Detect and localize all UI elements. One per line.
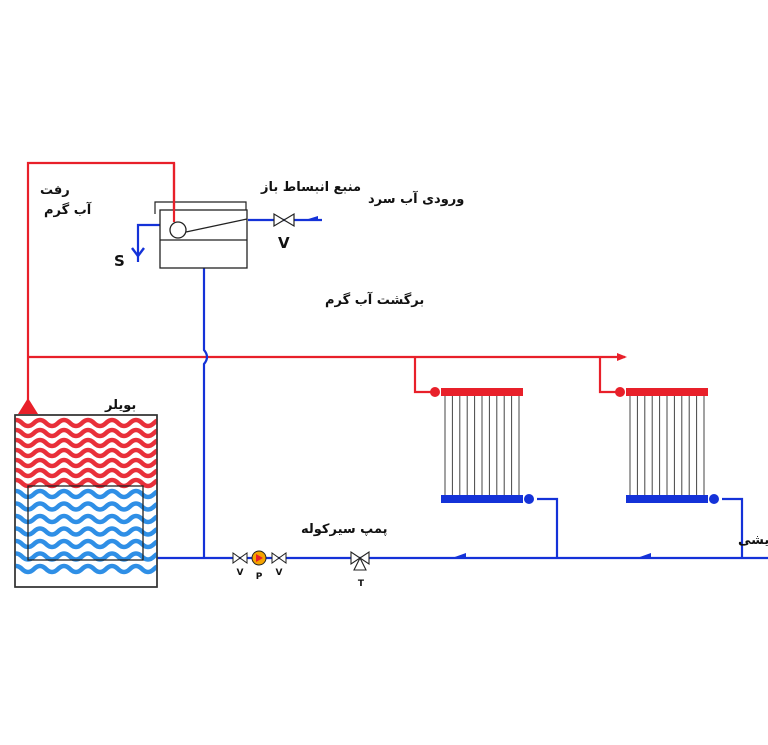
pump-icon [251,550,267,566]
water-wave [15,417,157,429]
radiator-bottom-header [626,495,708,503]
boiler-label: بویلر [104,398,136,413]
float-arm [185,218,248,233]
radiator-top-header [626,388,708,396]
water-wave [15,488,157,500]
water-wave [15,467,157,479]
water-wave [15,563,157,575]
water-wave [15,427,157,439]
water-wave [15,513,157,525]
symbol-s: S [114,252,125,270]
flow-direction-marks [305,216,651,558]
radiator-1-supply-pipe [413,357,432,394]
symbol-t: T [358,579,365,589]
radiator-2-return-pipe [722,497,744,558]
expansion-tank [154,201,248,269]
cold-inlet-valve-icon [273,212,295,228]
water-wave [15,447,157,459]
hot-supply-pipes [26,161,627,400]
supply-to-tank-pipe [26,161,176,400]
hot-supply-label-line1: رفت [40,183,70,198]
pump-valve-left-icon [232,552,248,564]
heat-exchanger-coil [27,485,144,561]
overflow-pipe [136,223,160,262]
hot-return-label: برگشت آب گرم [325,291,424,308]
radiator-1-return-pipe [537,497,559,558]
hot-supply-label-line2: آب گرم [44,201,92,218]
three-way-valve-icon [350,550,370,571]
radiator-top-header [441,388,523,396]
radiator-bottom-header [441,495,523,503]
radiator-inlet-valve-icon [430,387,440,397]
expansion-tank-label: منبع انبساط باز [260,180,361,195]
water-wave [15,457,157,469]
circulation-pump-group [232,550,287,566]
radiators [430,387,719,504]
radiator-inlet-valve-icon [615,387,625,397]
radiator-outlet-valve-icon [709,494,719,504]
pump-valve-right-icon [271,552,287,564]
float-ball [169,221,187,239]
symbol-v-right: V [276,568,283,578]
water-wave [15,551,157,562]
boiler [14,414,158,588]
symbol-p: P [256,572,263,582]
circulation-pump-label: پمپ سیرکوله [301,522,388,537]
boiler-outlet-marker [18,398,38,414]
radiator-outlet-valve-icon [524,494,534,504]
overflow-y-icon [131,247,145,257]
water-wave [15,437,157,449]
water-wave [15,538,157,550]
boiler-water-waves [15,417,157,575]
diagram-labels: رفت آب گرم منبع انبساط باز ورودی آب سرد … [40,180,768,589]
symbol-v-inlet: V [278,234,290,252]
water-wave [15,526,157,537]
radiator-1 [430,387,534,504]
radiator-2-supply-pipe [598,357,617,394]
cold-inlet-label: ورودی آب سرد [368,190,464,207]
water-wave [15,477,157,489]
heating-return-label: برگشت آب گرم گرمایشی [738,531,768,548]
water-wave [15,501,157,512]
tank-return-pipe [202,268,209,558]
radiator-2 [615,387,719,504]
symbol-v-left: V [237,568,244,578]
